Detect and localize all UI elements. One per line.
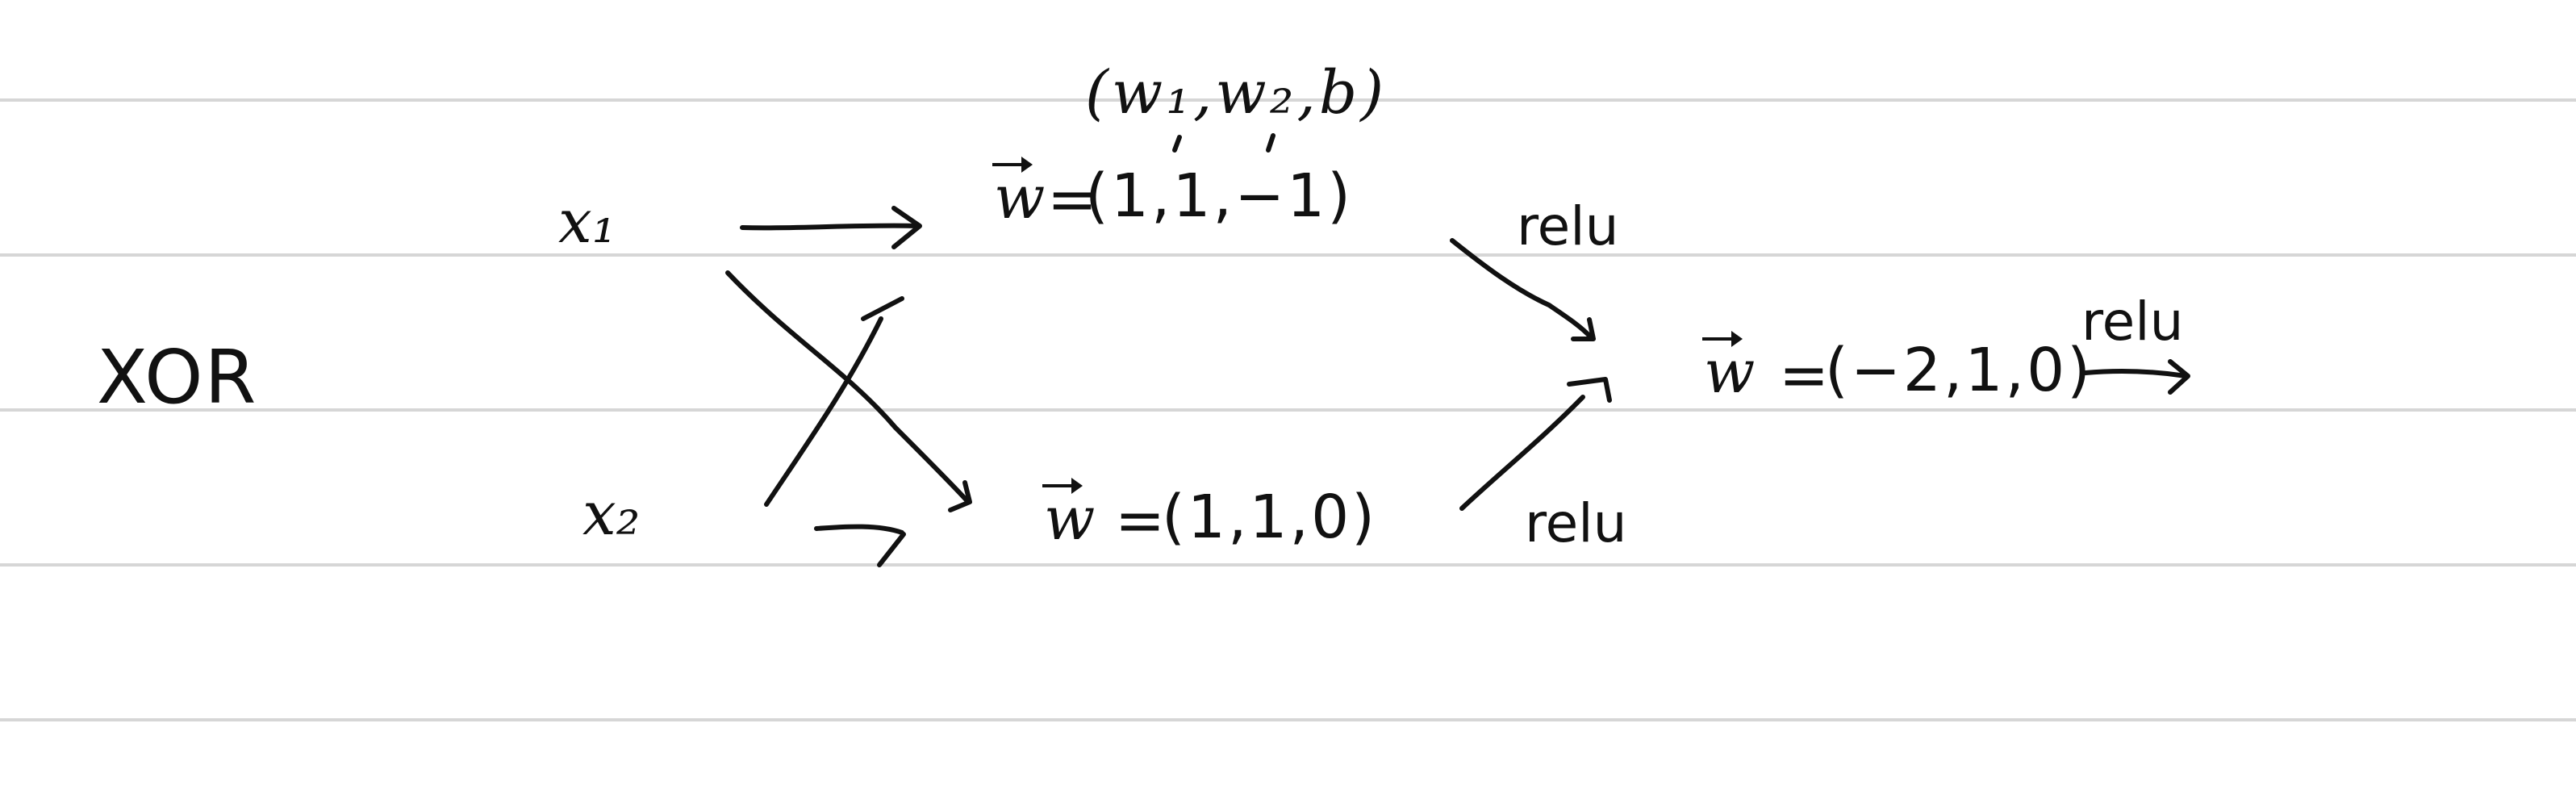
ruled-line: [0, 253, 2576, 257]
output-equals-sign: =: [1779, 341, 1832, 410]
relu-label-bottom: relu: [1525, 492, 1627, 554]
vector-arrow-icon: [1042, 478, 1083, 494]
vector-arrow-icon: [1702, 331, 1743, 347]
top-weight-values: (1,1,−1): [1085, 161, 1354, 231]
arrow-x1-to-bottom: [725, 270, 971, 504]
arrowhead-bottom-to-output: [1567, 377, 1612, 403]
bottom-equals-sign: =: [1115, 486, 1168, 555]
ruled-line: [0, 718, 2576, 721]
relu-label-top: relu: [1517, 195, 1619, 257]
header-tick-2: [1266, 133, 1275, 153]
weights-header-label: (w₁,w₂,b): [1085, 58, 1388, 128]
ruled-line: [0, 563, 2576, 567]
output-weight-symbol: w: [1704, 337, 1756, 407]
arrow-x2-to-top: [764, 316, 883, 507]
arrowhead-x2-to-top: [861, 296, 904, 321]
bottom-weight-values: (1,1,0): [1162, 483, 1378, 552]
top-equals-sign: =: [1047, 165, 1100, 234]
input-x1-label: x₁: [558, 187, 616, 257]
arrowhead-output: [2168, 359, 2190, 395]
header-tick-1: [1172, 135, 1182, 153]
arrow-top-to-output: [1450, 238, 1593, 340]
relu-label-output: relu: [2081, 291, 2184, 353]
arrowhead-x1-to-bottom: [948, 480, 972, 512]
top-weight-symbol: w: [994, 163, 1046, 232]
arrowhead-x2-to-bottom: [877, 532, 906, 567]
output-weight-values: (−2,1,0): [1825, 336, 2094, 405]
ruled-line: [0, 98, 2576, 102]
arrow-output: [2083, 368, 2189, 378]
arrow-x2-to-bottom: [814, 524, 904, 535]
input-x2-label: x₂: [582, 479, 641, 549]
vector-arrow-icon: [992, 157, 1033, 173]
arrow-x1-to-top: [740, 223, 921, 231]
ruled-line: [0, 408, 2576, 412]
diagram-title: XOR: [97, 334, 258, 420]
bottom-weight-symbol: w: [1044, 484, 1096, 554]
arrowhead-top-to-output: [1571, 317, 1596, 341]
arrow-bottom-to-output: [1459, 395, 1585, 511]
arrowhead-x1-to-top: [891, 206, 922, 249]
